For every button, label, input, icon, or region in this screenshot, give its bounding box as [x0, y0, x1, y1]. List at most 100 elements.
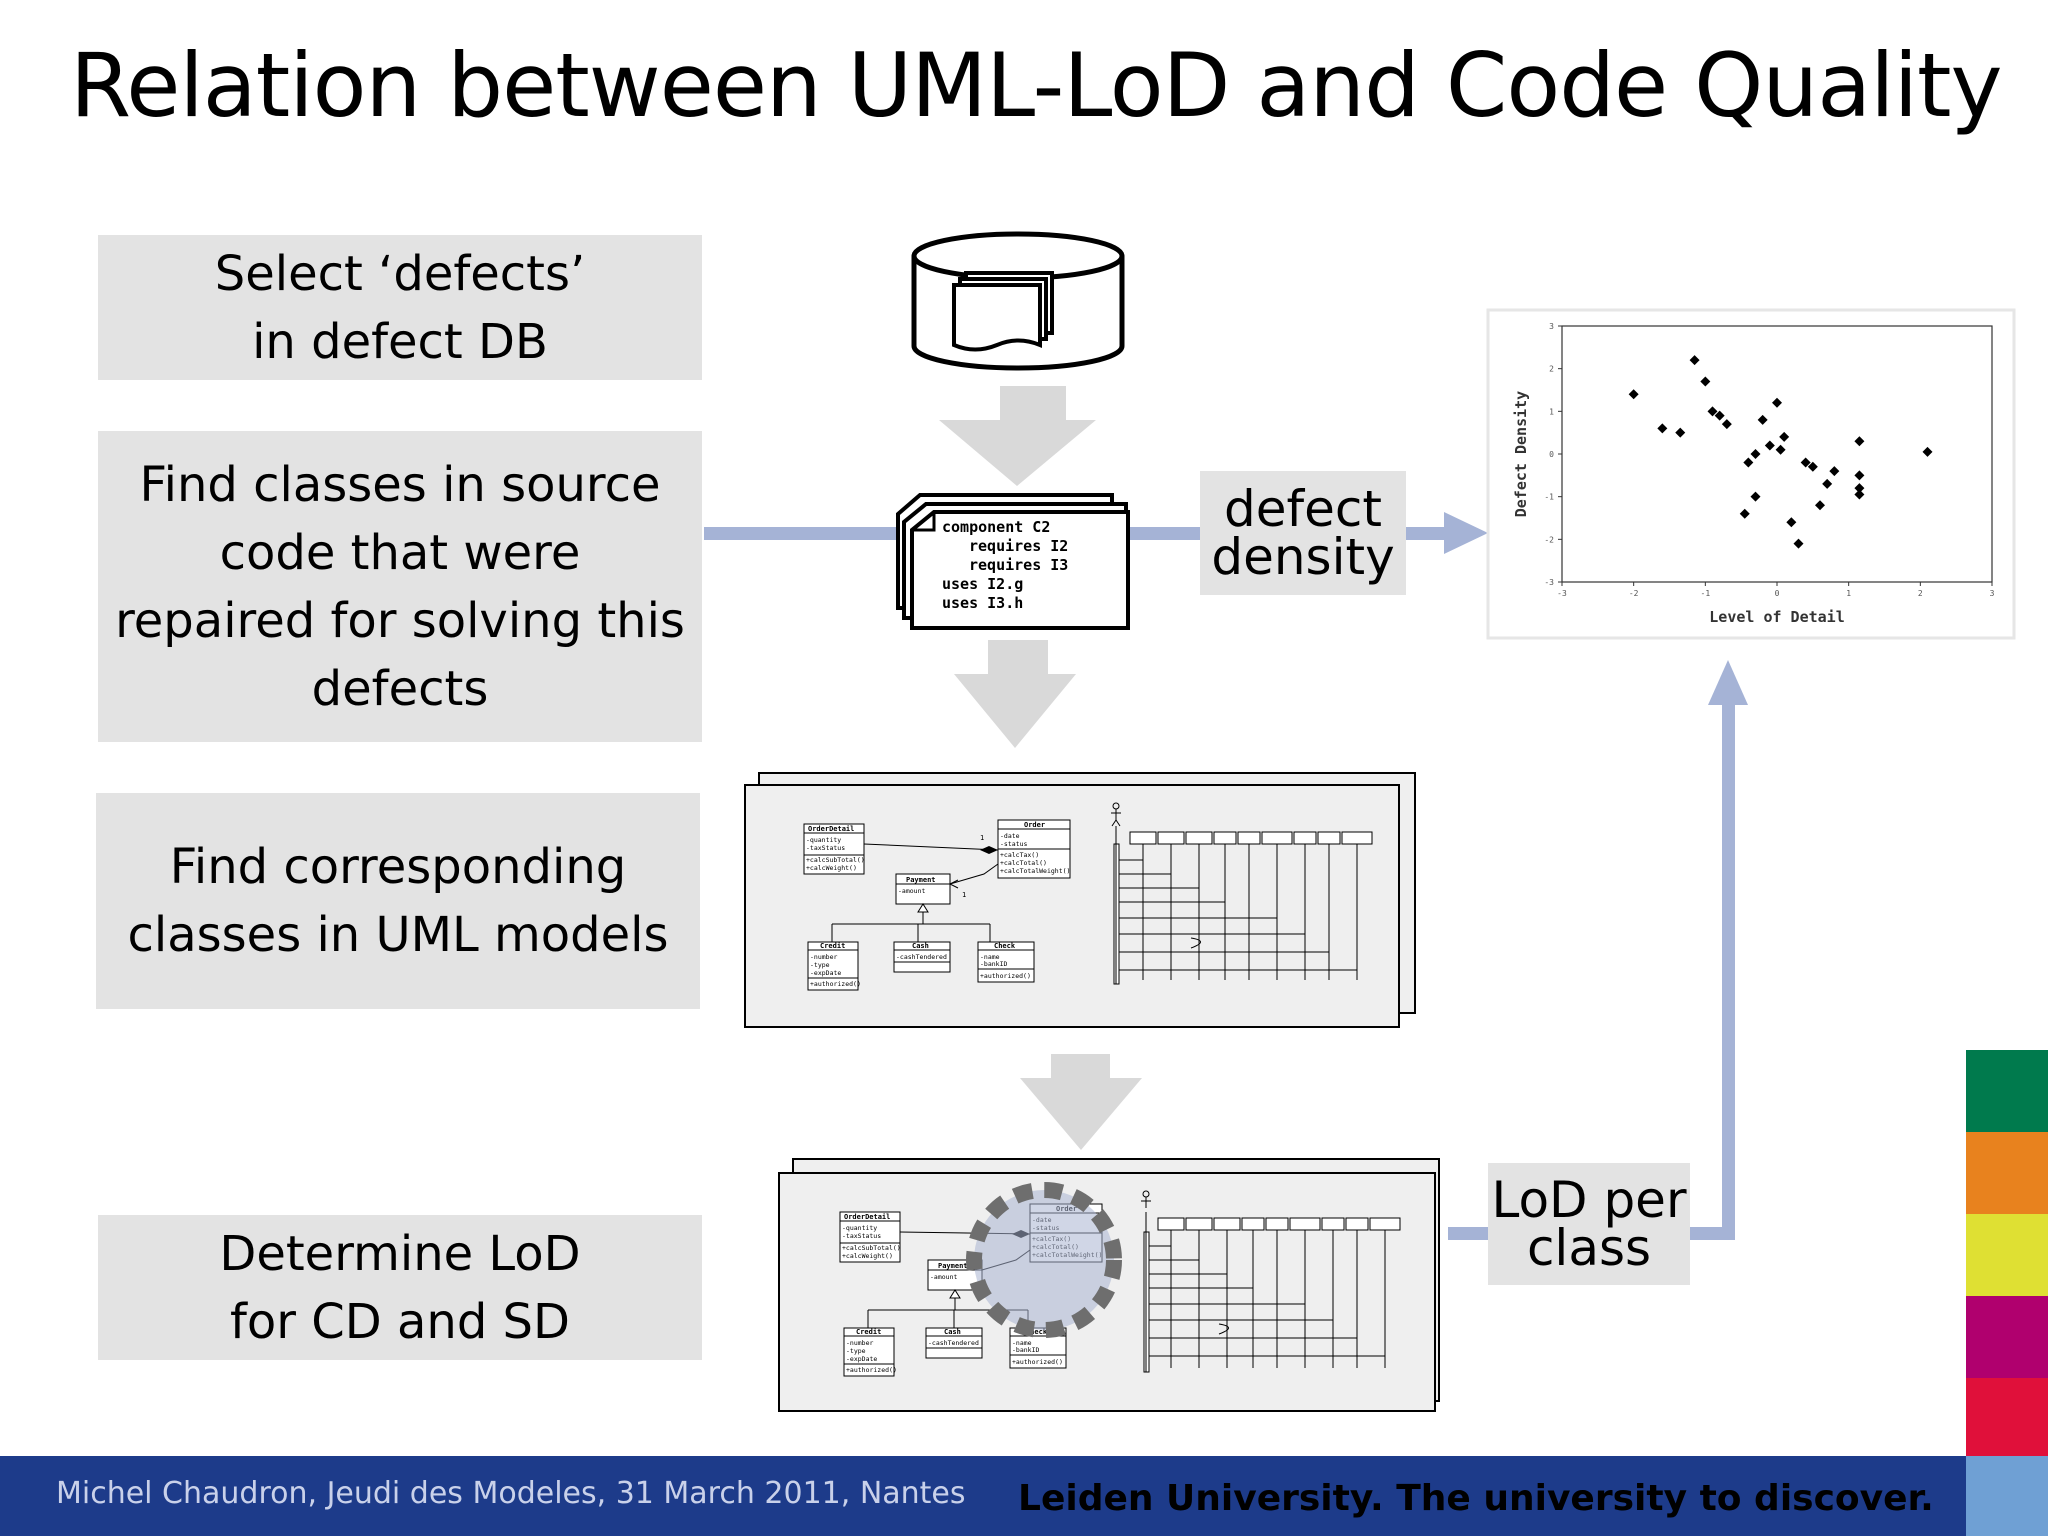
scatter-point: [1793, 538, 1804, 549]
uml-op: +authorized(): [1012, 1358, 1063, 1366]
x-tick-label: 0: [1775, 589, 1780, 598]
uml-class-name: OrderDetail: [844, 1213, 890, 1221]
uml-attr: -amount: [898, 887, 925, 895]
connector-line: [1448, 1227, 1490, 1240]
scatter-point: [1743, 457, 1754, 468]
scatter-point: [1829, 466, 1840, 477]
step-line: classes in UML models: [127, 907, 669, 963]
step-line: for CD and SD: [230, 1293, 570, 1350]
scatter-point: [1854, 489, 1865, 500]
uml-attr: -quantity: [806, 836, 841, 844]
x-tick-label: 2: [1918, 589, 1923, 598]
slide-title: Relation between UML-LoD and Code Qualit…: [70, 34, 2003, 137]
uml-attr: -bankID: [980, 960, 1007, 968]
uml-class-orderdetail: OrderDetail -quantity -taxStatus +calcSu…: [803, 823, 865, 875]
x-tick-label: -2: [1629, 589, 1639, 598]
code-line: uses I3.h: [942, 594, 1023, 612]
y-tick-label: -1: [1544, 493, 1554, 502]
uml-attr: -taxStatus: [842, 1232, 881, 1240]
label-line: LoD per: [1491, 1171, 1687, 1229]
step-line: Find corresponding: [169, 839, 627, 895]
uml-class-name: Payment: [938, 1262, 968, 1270]
label-line: class: [1526, 1219, 1652, 1277]
uml-op: +calcSubTotal(): [842, 1244, 901, 1252]
scatter-point: [1721, 419, 1732, 430]
y-tick-label: 1: [1549, 407, 1554, 416]
scatter-point: [1800, 457, 1811, 468]
uml-attr: -number: [846, 1339, 873, 1347]
step-line: repaired for solving this: [115, 592, 685, 649]
color-stripe: [1966, 1378, 2048, 1456]
footer-tagline: Leiden University. The university to dis…: [1018, 1478, 1934, 1519]
code-line: component C2: [942, 518, 1050, 536]
uml-op: +calcTax(): [1000, 851, 1039, 859]
code-line: uses I2.g: [942, 575, 1023, 593]
uml-class-cash: Cash -cashTendered: [893, 941, 951, 973]
uml-attr: -name: [980, 953, 1000, 961]
lod-per-class-label: LoD per class: [1488, 1163, 1690, 1285]
scatter-point: [1807, 461, 1818, 472]
lod-highlight-ring: [966, 1182, 1122, 1338]
x-tick-label: -3: [1557, 589, 1567, 598]
uml-class-name: Cash: [912, 942, 929, 950]
uml-class-name: Check: [994, 942, 1016, 950]
x-axis-label: Level of Detail: [1709, 608, 1844, 626]
scatter-point: [1779, 431, 1790, 442]
color-stripe: [1966, 1296, 2048, 1378]
connector-line: [1690, 1227, 1728, 1240]
uml-class-name: Cash: [944, 1328, 961, 1336]
scatter-point: [1700, 376, 1711, 387]
connector-line: [1722, 700, 1735, 1240]
uml-op: +calcWeight(): [842, 1252, 893, 1260]
connector-line: [1406, 527, 1446, 540]
scatter-point: [1750, 449, 1761, 459]
uml-multiplicity: 1: [962, 891, 966, 899]
scatter-point: [1714, 410, 1725, 421]
scatter-point: [1775, 444, 1786, 455]
uml-attr: -date: [1000, 832, 1020, 840]
scatter-point: [1772, 397, 1782, 408]
step-find-uml-classes: Find corresponding classes in UML models: [96, 793, 700, 1009]
code-line: requires I2: [969, 537, 1068, 555]
y-tick-label: -2: [1544, 535, 1554, 544]
uml-model-diagram: OrderDetail -quantity -taxStatus +calcSu…: [744, 784, 1400, 1028]
uml-class-name: Credit: [856, 1328, 881, 1336]
uml-op: +calcWeight(): [806, 864, 857, 872]
uml-class-name: Payment: [906, 876, 936, 884]
scatter-point: [1922, 446, 1933, 457]
scatter-point: [1815, 500, 1825, 511]
down-arrow: [939, 386, 1096, 486]
scatter-point: [1854, 483, 1865, 494]
label-line: defect: [1224, 480, 1382, 538]
uml-op: +authorized(): [980, 972, 1031, 980]
color-stripe: [1966, 1050, 2048, 1132]
uml-class-payment: Payment -amount: [895, 873, 951, 905]
uml-class-credit: Credit -number -type -expDate +authorize…: [807, 941, 861, 991]
scatter-point: [1739, 508, 1750, 519]
y-tick-label: -3: [1544, 578, 1554, 587]
scatter-point: [1822, 478, 1833, 489]
connector-line: [1130, 527, 1200, 540]
x-tick-label: 1: [1846, 589, 1851, 598]
uml-multiplicity: 1: [980, 834, 984, 842]
sequence-diagram: [1141, 1190, 1401, 1373]
y-tick-label: 2: [1549, 365, 1554, 374]
y-tick-label: 0: [1549, 450, 1554, 459]
uml-attr: -status: [1000, 840, 1027, 848]
uml-attr: -type: [810, 961, 830, 969]
uml-op: +calcSubTotal(): [806, 856, 865, 864]
x-tick-label: -1: [1701, 589, 1711, 598]
uml-attr: -name: [1012, 1339, 1032, 1347]
down-arrow: [1020, 1054, 1142, 1150]
step-line: defects: [311, 660, 489, 717]
scatter-point: [1786, 517, 1797, 528]
uml-model-diagram-highlighted: OrderDetail -quantity -taxStatus +calcSu…: [778, 1172, 1436, 1412]
arrow-head: [1708, 660, 1748, 705]
y-tick-label: 3: [1549, 322, 1554, 331]
footer-presenter-info: Michel Chaudron, Jeudi des Modeles, 31 M…: [56, 1476, 966, 1511]
uml-attr: -taxStatus: [806, 844, 845, 852]
arrow-head: [1444, 512, 1488, 554]
scatter-point: [1757, 414, 1768, 425]
